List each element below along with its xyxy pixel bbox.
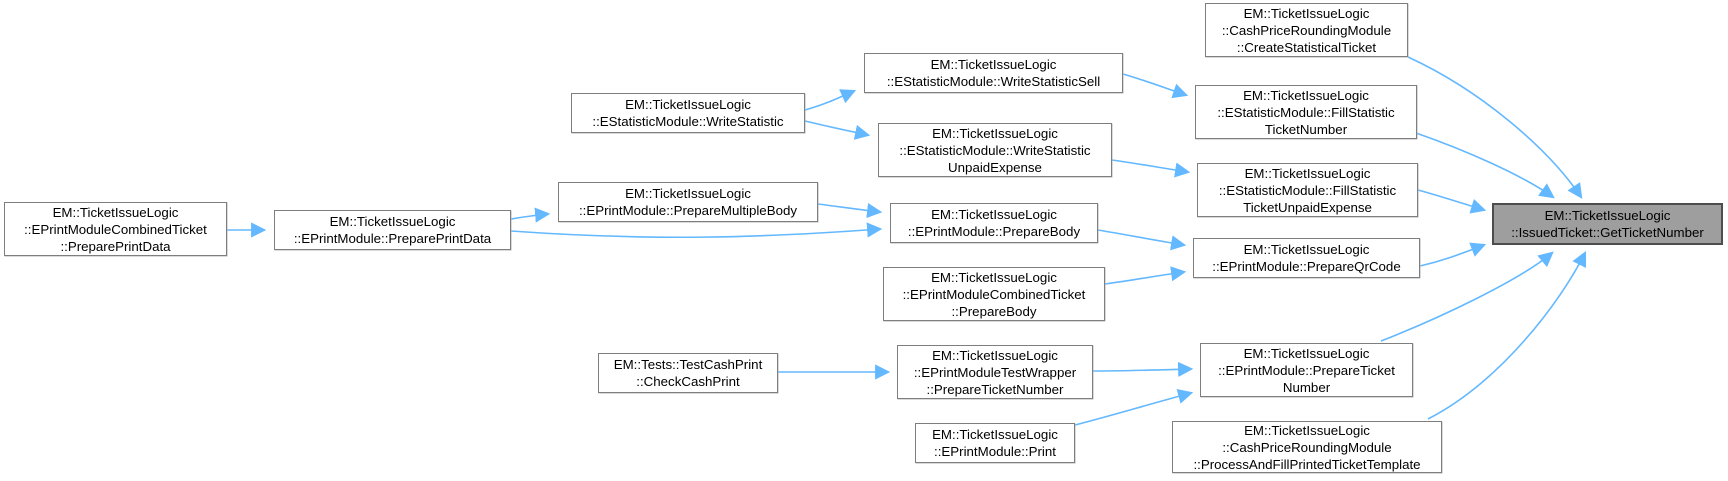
call-edge bbox=[1415, 132, 1555, 199]
node-issuedticket-getticketnumber-focus: EM::TicketIssueLogic ::IssuedTicket::Get… bbox=[1492, 203, 1723, 245]
node-label-line: ::EPrintModuleCombinedTicket bbox=[902, 286, 1086, 302]
node-label-line: ::CreateStatisticalTicket bbox=[1236, 39, 1377, 55]
node-label-line: ::EPrintModuleCombinedTicket bbox=[24, 221, 207, 237]
node-eprintmoduletestwrapper-prepareticketnumber[interactable]: EM::TicketIssueLogic ::EPrintModuleTestW… bbox=[897, 345, 1093, 399]
node-eprintmodulecombinedticket-prepareprintdata[interactable]: EM::TicketIssueLogic ::EPrintModuleCombi… bbox=[4, 202, 227, 256]
call-edge bbox=[1097, 229, 1187, 251]
node-label-line: EM::TicketIssueLogic bbox=[932, 347, 1058, 363]
node-eprintmodule-prepareticketnumber[interactable]: EM::TicketIssueLogic ::EPrintModule::Pre… bbox=[1200, 343, 1413, 397]
node-label-line: ::EPrintModule::PrepareMultipleBody bbox=[578, 203, 798, 218]
call-edge bbox=[510, 222, 883, 239]
node-label-line: ::ProcessAndFillPrintedTicketTemplate bbox=[1193, 456, 1421, 472]
node-cashpriceroundingmodule-createstatisticalticket[interactable]: EM::TicketIssueLogic ::CashPriceRounding… bbox=[1205, 3, 1408, 57]
call-edge bbox=[1427, 250, 1587, 420]
node-label-line: EM::TicketIssueLogic bbox=[1243, 5, 1370, 21]
node-label-line: ::IssuedTicket::GetTicketNumber bbox=[1511, 225, 1704, 240]
call-edge bbox=[1111, 159, 1191, 178]
node-label-line: ::EPrintModule::PreparePrintData bbox=[293, 231, 492, 246]
node-eprintmodulecombinedticket-preparebody[interactable]: EM::TicketIssueLogic ::EPrintModuleCombi… bbox=[883, 267, 1105, 321]
node-label-line: ::CashPriceRoundingModule bbox=[1221, 22, 1392, 38]
node-tests-testcashprint-checkcashprint[interactable]: EM::Tests::TestCashPrint ::CheckCashPrin… bbox=[598, 353, 778, 393]
call-edge bbox=[1074, 389, 1194, 426]
call-edge bbox=[1380, 251, 1554, 342]
node-label-line: ::EPrintModule::PrepareQrCode bbox=[1212, 259, 1401, 274]
node-label-line: EM::TicketIssueLogic bbox=[52, 204, 179, 220]
node-label-line: EM::TicketIssueLogic bbox=[329, 214, 456, 229]
node-label-line: EM::TicketIssueLogic bbox=[1244, 422, 1370, 438]
node-label-line: EM::TicketIssueLogic bbox=[932, 125, 1058, 141]
node-label-line: ::CashPriceRoundingModule bbox=[1222, 439, 1392, 455]
call-edge bbox=[1104, 266, 1187, 285]
node-label-line: ::EPrintModule::PrepareTicket bbox=[1218, 362, 1395, 378]
node-estatisticmodule-fillstatisticticketunpaidexpense[interactable]: EM::TicketIssueLogic ::EStatisticModule:… bbox=[1197, 163, 1418, 217]
node-label-line: ::PreparePrintData bbox=[60, 238, 171, 254]
node-label-line: EM::TicketIssueLogic bbox=[932, 427, 1058, 442]
call-edge bbox=[804, 89, 857, 111]
node-label-line: EM::TicketIssueLogic bbox=[1243, 87, 1369, 103]
node-label-line: ::PrepareBody bbox=[951, 303, 1037, 319]
node-cashpriceroundingmodule-processandfillprintedtickettemplate[interactable]: EM::TicketIssueLogic ::CashPriceRounding… bbox=[1172, 421, 1442, 473]
node-label-line: EM::Tests::TestCashPrint bbox=[613, 357, 763, 372]
node-label-line: ::EStatisticModule::WriteStatistic bbox=[899, 142, 1091, 158]
node-estatisticmodule-writestatisticunpaidexpense[interactable]: EM::TicketIssueLogic ::EStatisticModule:… bbox=[878, 123, 1112, 177]
node-label-line: EM::TicketIssueLogic bbox=[1243, 242, 1370, 257]
node-label-line: EM::TicketIssueLogic bbox=[625, 186, 751, 201]
node-label-line: EM::TicketIssueLogic bbox=[931, 207, 1057, 222]
node-label-line: EM::TicketIssueLogic bbox=[1244, 165, 1371, 181]
node-label-line: ::EPrintModule::PrepareBody bbox=[907, 224, 1081, 239]
node-label-line: ::PrepareTicketNumber bbox=[926, 381, 1064, 397]
node-label-line: Number bbox=[1282, 379, 1331, 395]
node-estatisticmodule-fillstatisticticketnumber[interactable]: EM::TicketIssueLogic ::EStatisticModule:… bbox=[1195, 85, 1417, 139]
call-edge bbox=[804, 120, 871, 140]
call-edge bbox=[1407, 56, 1583, 199]
node-label-line: ::EStatisticModule::FillStatistic bbox=[1218, 182, 1397, 198]
node-label-line: EM::TicketIssueLogic bbox=[930, 57, 1057, 72]
node-label-line: ::EPrintModuleTestWrapper bbox=[913, 364, 1077, 380]
node-label-line: ::EStatisticModule::FillStatistic bbox=[1217, 104, 1395, 120]
call-edge bbox=[817, 202, 883, 219]
node-label-line: UnpaidExpense bbox=[948, 159, 1042, 175]
node-label-line: ::EStatisticModule::WriteStatistic bbox=[592, 114, 784, 129]
node-eprintmodule-preparebody[interactable]: EM::TicketIssueLogic ::EPrintModule::Pre… bbox=[890, 203, 1098, 243]
node-label-line: TicketUnpaidExpense bbox=[1243, 199, 1372, 215]
node-label-line: ::EPrintModule::Print bbox=[934, 444, 1056, 459]
node-label-line: EM::TicketIssueLogic bbox=[625, 97, 751, 112]
call-edge bbox=[1122, 73, 1189, 99]
node-estatisticmodule-writestatisticsell[interactable]: EM::TicketIssueLogic ::EStatisticModule:… bbox=[864, 53, 1123, 93]
call-edge bbox=[1417, 189, 1487, 214]
node-label-line: EM::TicketIssueLogic bbox=[1243, 345, 1370, 361]
node-label-line: EM::TicketIssueLogic bbox=[931, 269, 1057, 285]
node-label-line: ::CheckCashPrint bbox=[636, 374, 740, 389]
call-edge bbox=[510, 207, 551, 223]
call-edge bbox=[1419, 242, 1487, 267]
node-label-line: TicketNumber bbox=[1264, 121, 1348, 137]
node-eprintmodule-print[interactable]: EM::TicketIssueLogic ::EPrintModule::Pri… bbox=[915, 423, 1075, 463]
node-estatisticmodule-writestatistic[interactable]: EM::TicketIssueLogic ::EStatisticModule:… bbox=[571, 93, 805, 133]
node-eprintmodule-prepareqrcode[interactable]: EM::TicketIssueLogic ::EPrintModule::Pre… bbox=[1193, 238, 1420, 278]
node-eprintmodule-prepareprintdata[interactable]: EM::TicketIssueLogic ::EPrintModule::Pre… bbox=[274, 210, 511, 250]
node-label-line: ::EStatisticModule::WriteStatisticSell bbox=[886, 74, 1101, 89]
node-eprintmodule-preparemultiplebody[interactable]: EM::TicketIssueLogic ::EPrintModule::Pre… bbox=[558, 182, 818, 222]
node-label-line: EM::TicketIssueLogic bbox=[1544, 208, 1671, 223]
call-edge bbox=[1092, 361, 1194, 377]
